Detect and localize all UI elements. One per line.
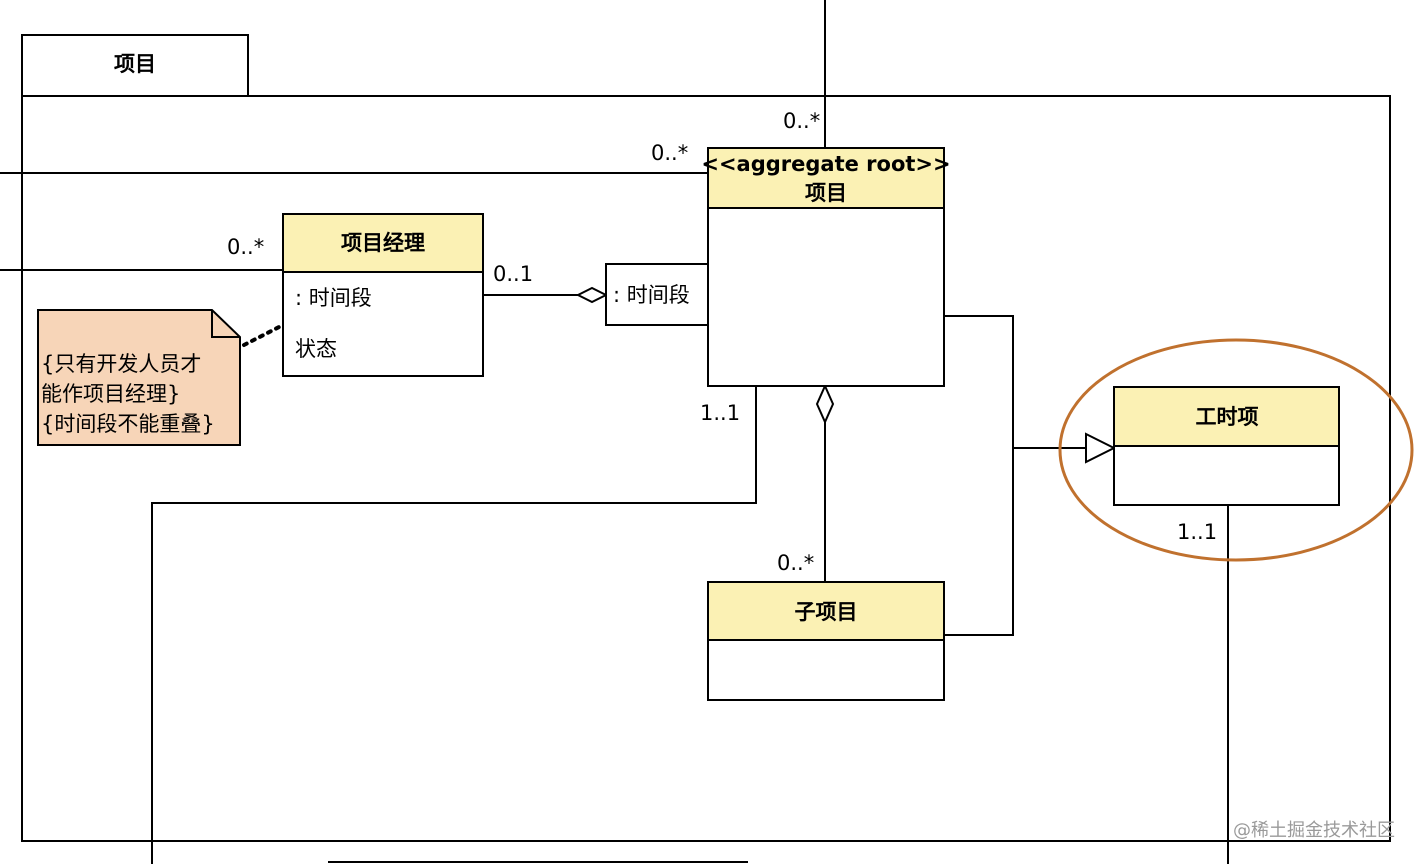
- class-work-item: 工时项: [1113, 386, 1340, 506]
- qualifier-box: [605, 263, 709, 326]
- multiplicity-label: 0..*: [651, 141, 688, 165]
- watermark: @稀土掘金技术社区: [1233, 820, 1395, 841]
- class-project-manager-attribute: : 时间段: [295, 286, 372, 310]
- multiplicity-label: 0..*: [777, 551, 814, 575]
- class-project-root-stereotype: <<aggregate root>>: [701, 152, 950, 176]
- connectors: [0, 0, 1229, 864]
- sub-aggregation-diamond: [815, 383, 835, 425]
- class-work-item-body: [1113, 445, 1340, 506]
- class-project-manager-body: [282, 271, 484, 377]
- multiplicity-label: 0..*: [783, 109, 820, 133]
- multiplicity-label: 1..1: [1177, 520, 1217, 544]
- package-body: [21, 95, 1391, 842]
- highlight-ellipse: [1058, 338, 1414, 562]
- class-project-root-name: 项目: [805, 181, 847, 205]
- root-bottom-line: [151, 386, 757, 864]
- class-project-manager: 项目经理 : 时间段 状态: [282, 213, 484, 377]
- class-sub-project-header: [707, 581, 945, 641]
- multiplicity-label: 1..1: [700, 401, 740, 425]
- multiplicity-label: 0..1: [493, 262, 533, 286]
- note-line: 能作项目经理}: [41, 382, 180, 406]
- class-project-root: <<aggregate root>> 项目: [701, 147, 951, 387]
- generalization-arrow: [1085, 432, 1117, 464]
- class-sub-project: 子项目: [707, 581, 945, 701]
- note-fold: [211, 310, 240, 338]
- aggregation-diamond: [575, 286, 609, 304]
- package: 项目: [21, 34, 1391, 842]
- sub-generalization-line: [944, 448, 1014, 636]
- qualifier-label: : 时间段: [613, 283, 690, 307]
- note-line: {时间段不能重叠}: [41, 412, 215, 436]
- class-project-manager-attribute: 状态: [295, 337, 337, 361]
- root-generalization-line: [944, 315, 1014, 448]
- note-line: {只有开发人员才: [41, 352, 201, 376]
- class-work-item-name: 工时项: [1196, 405, 1259, 429]
- class-sub-project-body: [707, 639, 945, 701]
- qualifier: : 时间段: [605, 263, 709, 326]
- package-tab-label: 项目: [114, 52, 156, 76]
- class-project-root-body: [707, 207, 945, 387]
- package-tab: [21, 34, 249, 97]
- note-anchor-line: [242, 323, 285, 347]
- class-project-root-header: [707, 147, 945, 209]
- constraint-note: {只有开发人员才 能作项目经理} {时间段不能重叠}: [37, 309, 241, 446]
- note-shape: [37, 309, 241, 446]
- multiplicity-label: 0..*: [227, 235, 264, 259]
- class-sub-project-name: 子项目: [795, 600, 858, 624]
- class-project-manager-name: 项目经理: [341, 231, 425, 255]
- multiplicity-labels: 0..* 0..* 0..* 0..1 1..1 0..* 1..1: [227, 109, 1217, 575]
